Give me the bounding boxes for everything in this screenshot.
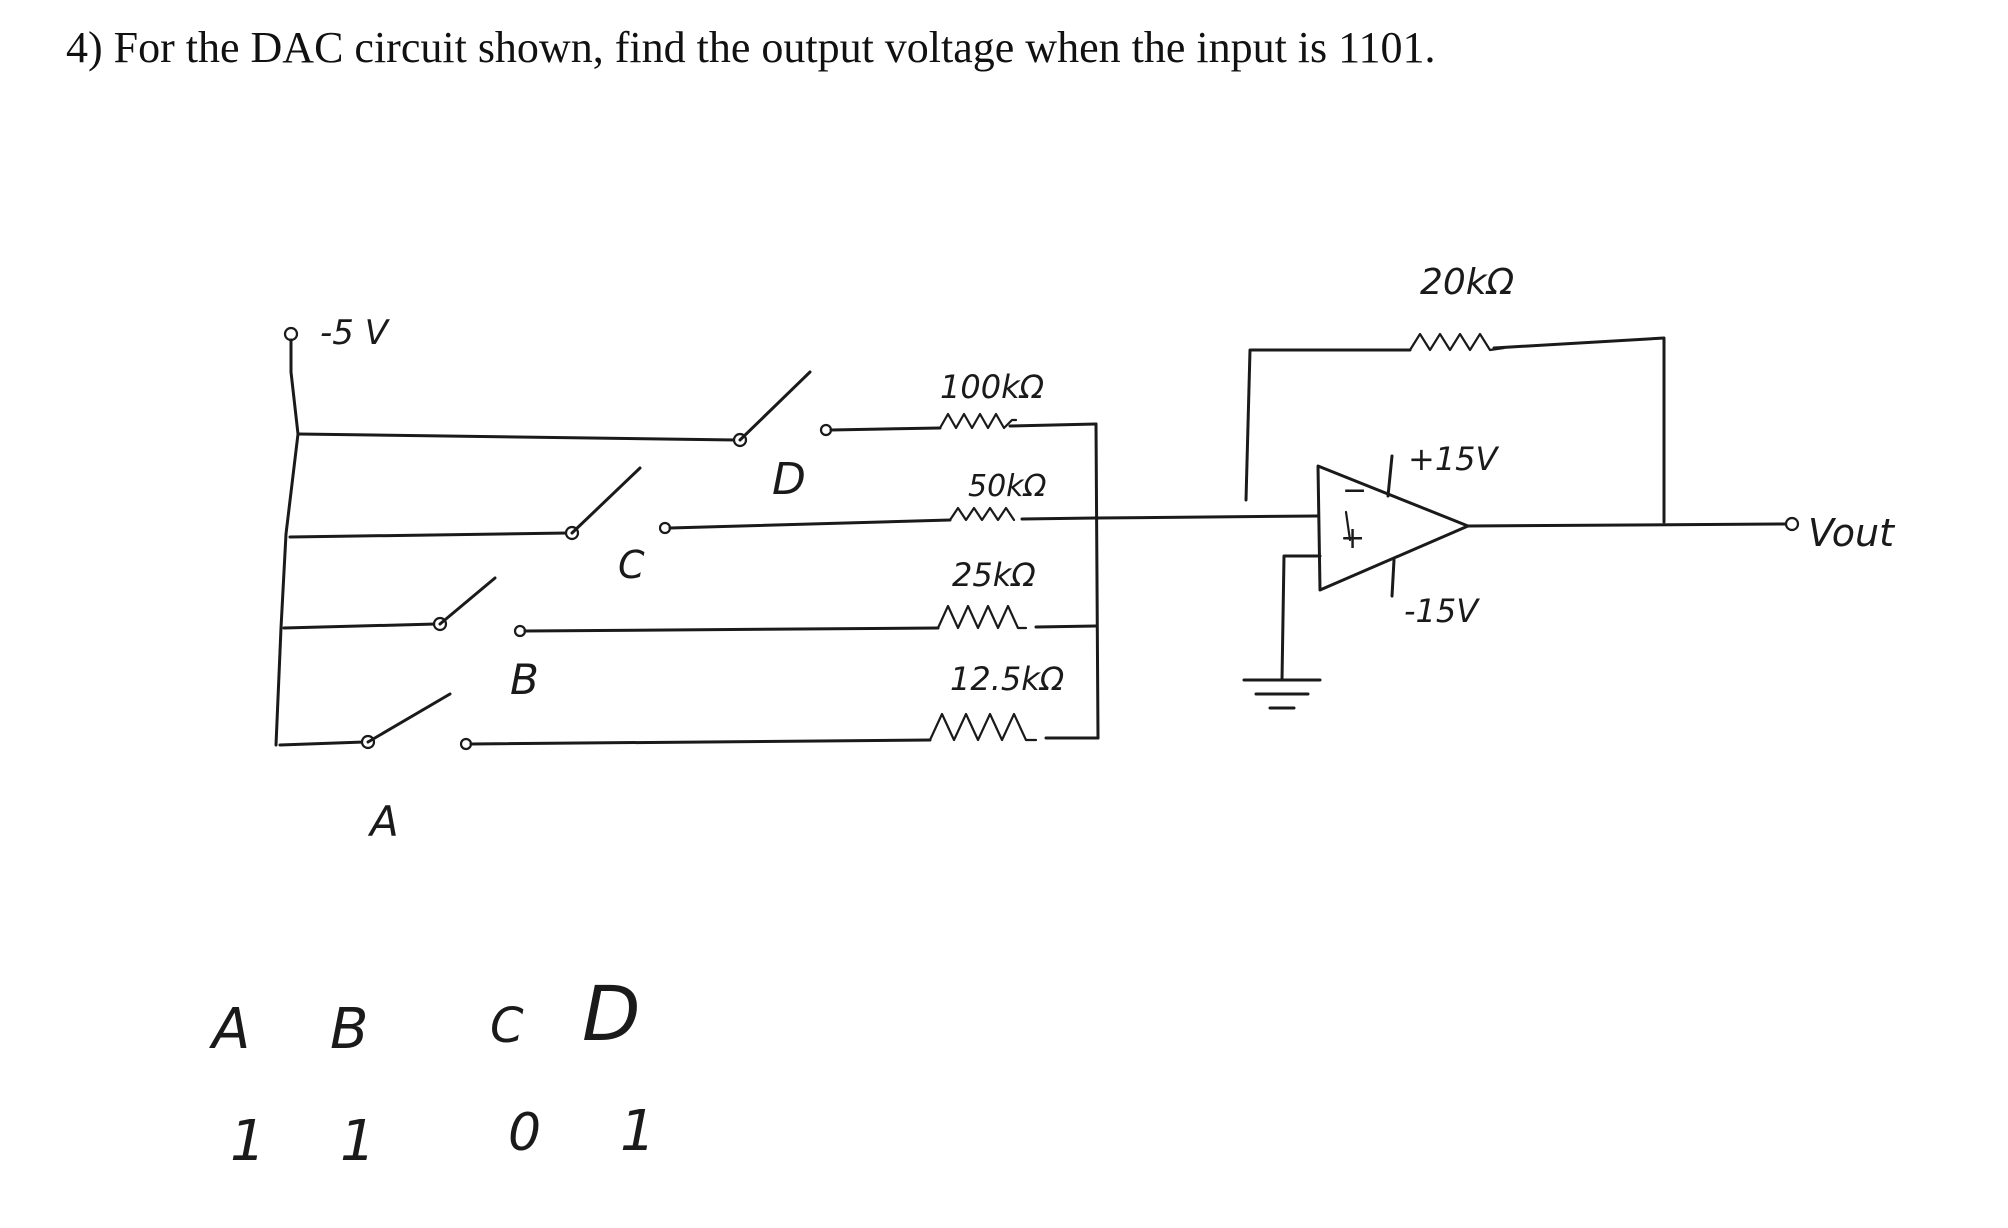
table-value-b: 1: [340, 1109, 376, 1174]
output-wire: [1466, 522, 1788, 528]
inverting-input-wire: [1094, 514, 1320, 520]
summing-bus: [1094, 422, 1100, 740]
question-text: 4) For the DAC circuit shown, find the o…: [66, 23, 1436, 72]
opamp-inverting-sign: −: [1342, 473, 1367, 508]
output-label: Vout: [1808, 511, 1896, 555]
table-value-a: 1: [230, 1109, 266, 1174]
table-header-a: A: [209, 997, 250, 1062]
table-value-c: 0: [508, 1103, 541, 1163]
opamp-noninverting-sign: +: [1340, 521, 1365, 556]
switch-b-label: B: [510, 655, 539, 704]
resistor-100k: [938, 412, 1018, 430]
feedback-loop: [1244, 336, 1666, 524]
resistor-12k5-label: 12.5kΩ: [950, 660, 1065, 698]
switch-a-label: A: [367, 797, 399, 846]
input-table: A B C D 1 1 0 1: [209, 969, 656, 1174]
feedback-resistor-label: 20kΩ: [1420, 262, 1515, 303]
table-header-c: C: [490, 998, 524, 1054]
resistor-25k-label: 25kΩ: [952, 556, 1036, 594]
switch-d-label: D: [772, 454, 806, 505]
branch-c-wires: [288, 466, 1098, 541]
plus-supply-label: +15V: [1408, 440, 1500, 478]
table-header-d: D: [582, 969, 641, 1058]
branch-d-wires: [296, 370, 1098, 448]
resistor-50k: [948, 506, 1016, 522]
resistor-12k5: [928, 712, 1038, 742]
resistor-25k: [936, 604, 1028, 630]
resistor-100k-label: 100kΩ: [940, 368, 1045, 406]
output-terminal: [1784, 516, 1800, 532]
table-value-d: 1: [620, 1099, 656, 1164]
left-bus: [274, 370, 300, 747]
source-voltage-label: -5 V: [320, 313, 391, 353]
branch-a-wires: [278, 692, 1100, 751]
resistor-feedback-20k: [1408, 332, 1506, 352]
switch-c-label: C: [618, 543, 645, 587]
opamp: [1316, 454, 1470, 598]
minus-supply-label: -15V: [1404, 592, 1480, 630]
resistor-50k-label: 50kΩ: [968, 469, 1047, 504]
branch-b-wires: [282, 576, 1098, 638]
source-terminal: [283, 326, 299, 374]
ground-connection: [1242, 554, 1322, 710]
table-header-b: B: [330, 997, 368, 1062]
